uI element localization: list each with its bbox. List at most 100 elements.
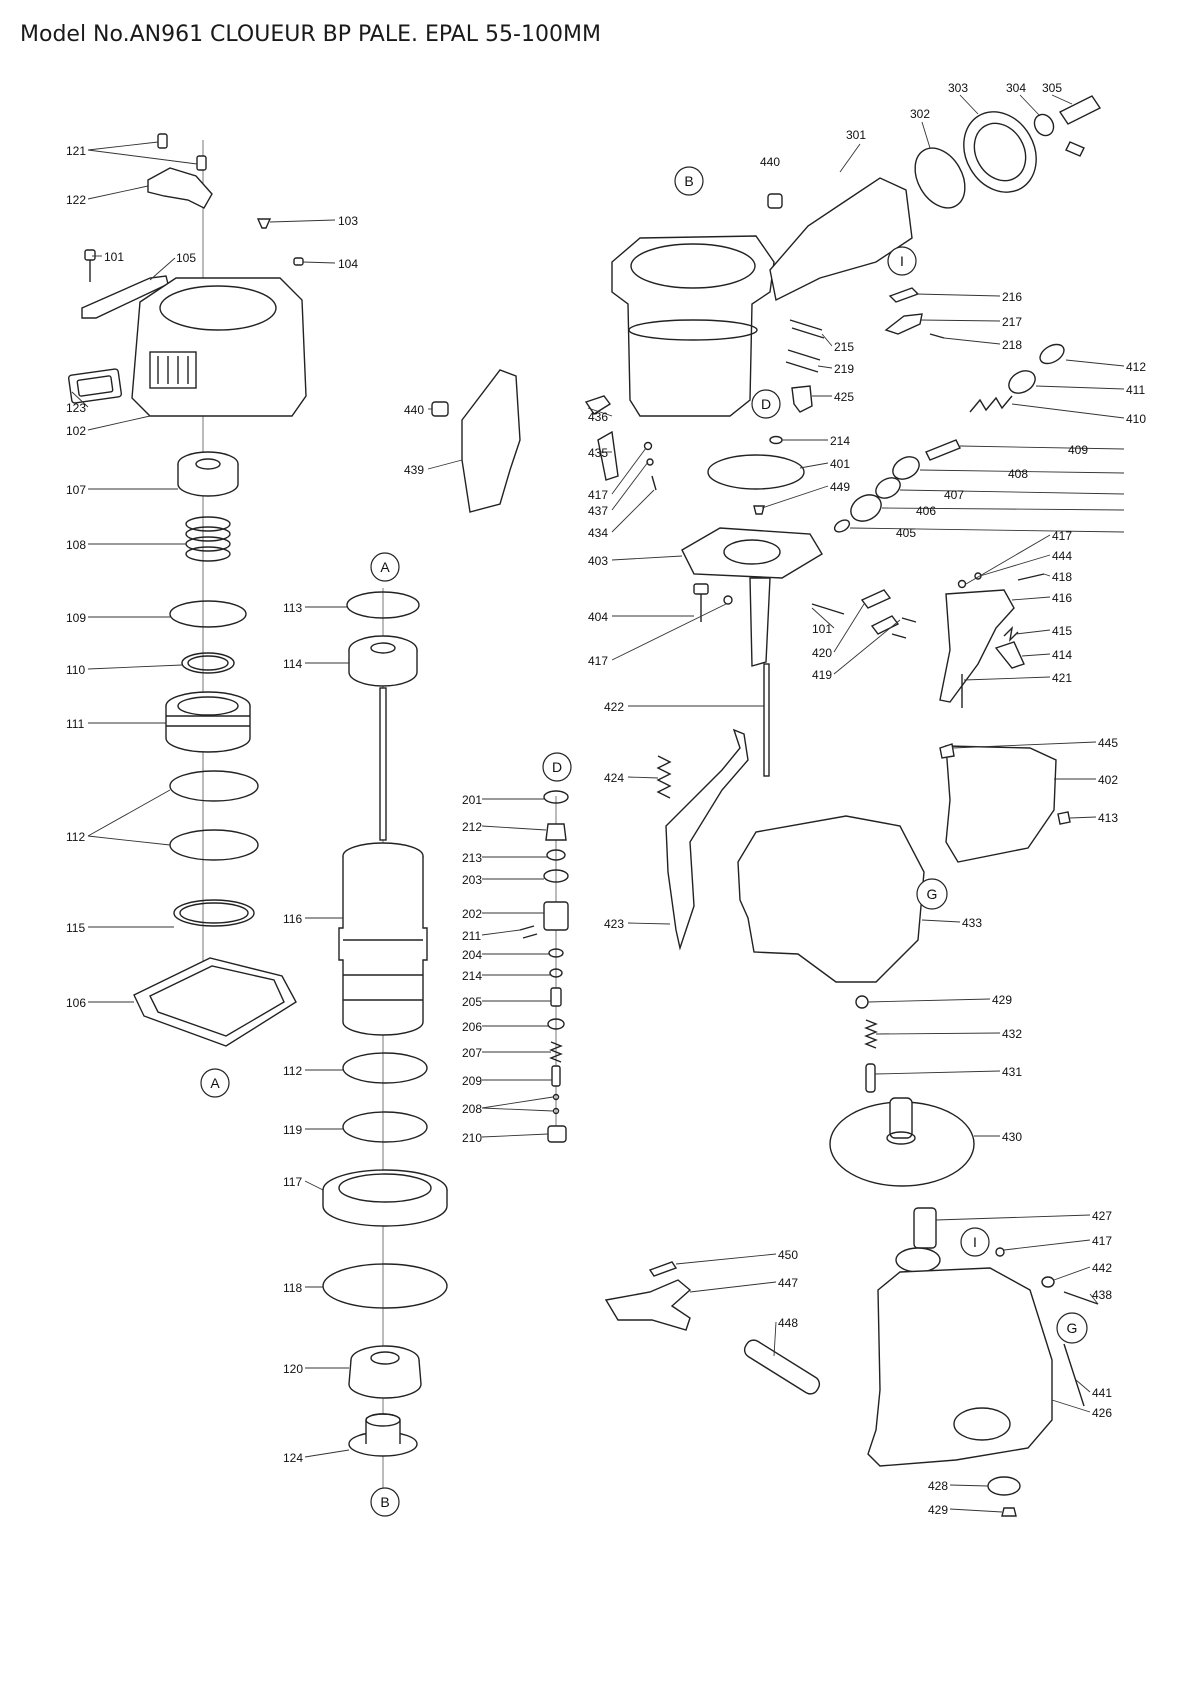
latch-216-part [888, 287, 920, 303]
part-label: 428 [928, 1479, 948, 1493]
clip-450-part [648, 1261, 678, 1277]
callout-D-2: D [542, 752, 572, 782]
callout-letter: A [380, 559, 390, 575]
rod-422-part [763, 663, 770, 777]
o-ring-118-part [322, 1263, 448, 1309]
callout-B-2: B [370, 1487, 400, 1517]
part-label: 418 [1052, 570, 1072, 584]
part-label: 208 [462, 1102, 482, 1116]
latch-217-part [884, 313, 923, 335]
part-label: 207 [462, 1046, 482, 1060]
cylinder-cap-102-part [131, 277, 307, 417]
piston-411-part [1008, 370, 1036, 394]
magazine-base-426-part [867, 1267, 1053, 1467]
part-label: 201 [462, 793, 482, 807]
pin-441-part [1063, 1343, 1085, 1407]
part-label: 108 [66, 538, 86, 552]
washer-442-part [1041, 1276, 1055, 1288]
part-label: 417 [588, 488, 608, 502]
callout-letter: I [973, 1234, 977, 1250]
callout-B-1: B [674, 166, 704, 196]
clip-425-part [791, 385, 813, 413]
callout-letter: B [684, 173, 693, 189]
part-label: 429 [992, 993, 1012, 1007]
part-label: 212 [462, 820, 482, 834]
bolt-404-part [693, 583, 709, 622]
callout-G-2: G [1056, 1312, 1088, 1344]
part-label: 411 [1126, 383, 1145, 397]
part-label: 448 [778, 1316, 798, 1330]
o-ring-214b-part [769, 435, 783, 445]
o-ring-405-part [833, 519, 851, 533]
part-label: 410 [1126, 412, 1146, 426]
o-ring-206-part [547, 1018, 565, 1030]
block-420-part [860, 589, 892, 609]
washer-304-part [1033, 113, 1055, 137]
part-label: 301 [846, 128, 866, 142]
part-label: 425 [834, 390, 854, 404]
callout-G-1: G [916, 878, 948, 910]
end-cap-303-part [963, 111, 1037, 193]
spring-432-part [864, 1019, 878, 1049]
bolt-438-part [1063, 1291, 1099, 1305]
part-label: 420 [812, 646, 832, 660]
part-label: 414 [1052, 648, 1072, 662]
page-title: Model No.AN961 CLOUEUR BP PALE. EPAL 55-… [20, 22, 601, 47]
part-label: 123 [66, 401, 86, 415]
spring-410-part [969, 395, 1013, 413]
part-label: 417 [588, 654, 608, 668]
part-label: 218 [1002, 338, 1022, 352]
pin-211-part [519, 925, 535, 931]
part-label: 210 [462, 1131, 482, 1145]
part-label: 423 [604, 917, 624, 931]
part-number-labels: 121 122 101 105 103 104 123 102 107 108 … [66, 81, 1146, 1517]
part-label: 440 [760, 155, 780, 169]
part-label: 430 [1002, 1130, 1022, 1144]
part-label: 124 [283, 1451, 303, 1465]
part-label: 432 [1002, 1027, 1022, 1041]
spring-108-part [185, 516, 231, 562]
driver-blade-part [379, 687, 387, 841]
plug-440b-part [431, 401, 449, 417]
callout-D-1: D [751, 389, 781, 419]
pin-418-part [1017, 573, 1045, 581]
screw-419-part [891, 617, 917, 639]
ring-417d-part [995, 1247, 1005, 1257]
cap-429b-part [1001, 1507, 1017, 1517]
part-label: 449 [830, 480, 850, 494]
cap-210-part [547, 1125, 567, 1143]
o-ring-112b-part [169, 829, 259, 861]
part-label: 111 [66, 717, 85, 731]
part-label: 305 [1042, 81, 1062, 95]
valve-111-part [165, 691, 251, 753]
spring-437-part [646, 458, 654, 466]
stem-409-part [925, 439, 961, 461]
part-label: 203 [462, 873, 482, 887]
part-label: 302 [910, 107, 930, 121]
body-301-part [611, 177, 913, 417]
part-label: 205 [462, 995, 482, 1009]
part-label: 105 [176, 251, 196, 265]
part-label: 214 [830, 434, 850, 448]
air-fitting-305-part [1058, 95, 1102, 125]
part-label: 402 [1098, 773, 1118, 787]
o-ring-201-part [543, 790, 569, 804]
part-label: 436 [588, 410, 608, 424]
callout-letter: I [900, 253, 904, 269]
part-label: 122 [66, 193, 86, 207]
part-label: 112 [66, 830, 85, 844]
part-label: 101 [104, 250, 124, 264]
part-label: 213 [462, 851, 482, 865]
part-label: 405 [896, 526, 916, 540]
cap-429-part [855, 995, 869, 1009]
part-label: 429 [928, 1503, 948, 1517]
trigger-valve-parts [519, 790, 569, 1143]
valve-body-202-part [543, 901, 569, 931]
callout-letter: G [1067, 1320, 1078, 1336]
part-label: 107 [66, 483, 86, 497]
part-label: 404 [588, 610, 608, 624]
o-ring-213-part [546, 849, 566, 861]
cap-103-part [256, 218, 272, 229]
callout-letter: B [380, 1494, 389, 1510]
o-ring-109-part [169, 600, 247, 628]
